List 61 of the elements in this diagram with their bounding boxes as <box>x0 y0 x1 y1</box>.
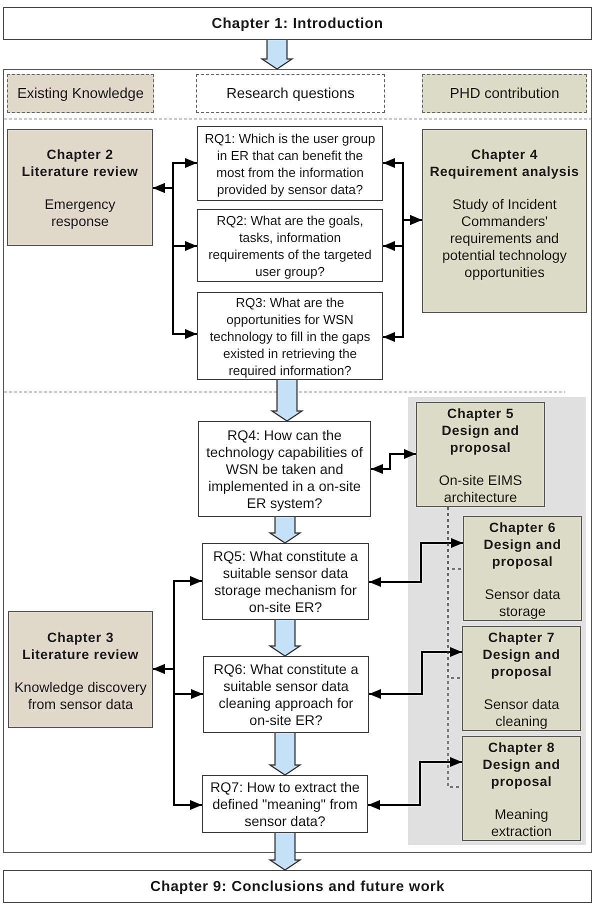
chapter-banner <box>3 870 592 903</box>
chapter-topic: Knowledge discovery from sensor data <box>13 679 148 713</box>
column-header <box>196 74 385 113</box>
dashed-connector <box>447 507 462 788</box>
header-label: Existing Knowledge <box>17 84 144 102</box>
chapter-topic: Sensor data storage <box>484 586 562 620</box>
question-box <box>202 543 369 620</box>
question-text: RQ5: What constitute a suitable sensor data storage mechanism for on-site ER? <box>212 548 359 616</box>
chapter-heading: Chapter 4 Requirement analysis <box>428 146 580 180</box>
block-arrow <box>260 39 294 70</box>
double-arrow <box>368 757 462 810</box>
chapter-box <box>462 736 581 841</box>
question-text: RQ6: What constitute a suitable sensor data cleaning approach for on-site ER? <box>212 660 360 728</box>
chapter-title: Chapter 9: Conclusions and future work <box>150 878 445 896</box>
outline-frame <box>3 69 592 853</box>
question-text: RQ3: What are the opportunities for WSN technology to fill in the gaps existed in retrieving the required information? <box>208 294 372 378</box>
double-arrow <box>369 647 462 699</box>
block-arrow <box>268 516 302 544</box>
question-box <box>197 292 383 380</box>
block-arrow <box>270 379 304 422</box>
double-arrow <box>383 215 422 342</box>
question-box <box>198 421 371 517</box>
question-box <box>197 209 383 282</box>
question-box <box>203 656 369 733</box>
question-text: RQ4: How can the technology capabilities of WSN be taken and implemented in a on-site ER system? <box>205 426 364 512</box>
double-arrow <box>371 449 416 474</box>
chapter-box <box>7 129 153 246</box>
chapter-heading: Chapter 7 Design and proposal <box>482 629 562 680</box>
chapter-heading: Chapter 5 Design and proposal <box>440 405 520 456</box>
chapter-topic: Emergency response <box>44 196 116 230</box>
block-arrow <box>268 619 302 657</box>
double-arrow <box>153 183 197 339</box>
question-text: RQ2: What are the goals, tasks, information requirements of the targeted user group? <box>207 212 373 280</box>
column-header <box>422 74 587 113</box>
chapter-topic: Study of Incident Commanders' requirements and potential technology opportunities <box>441 196 568 281</box>
header-label: PHD contribution <box>450 84 560 102</box>
chapter-box <box>416 402 545 507</box>
chapter-topic: Meaning extraction <box>490 806 553 840</box>
block-arrow <box>268 732 302 776</box>
header-label: Research questions <box>226 84 355 102</box>
chapter-banner <box>3 7 592 40</box>
chapter-title: Chapter 1: Introduction <box>212 14 384 32</box>
question-text: RQ1: Which is the user group in ER that can benefit the most from the information provided by sensor data? <box>204 130 376 198</box>
question-box <box>202 775 368 833</box>
block-arrow <box>268 832 302 871</box>
question-box <box>197 126 383 201</box>
chapter-heading: Chapter 3 Literature review <box>21 629 140 663</box>
chapter-topic: Sensor data cleaning <box>482 696 560 730</box>
shaded-panel <box>408 397 586 845</box>
chapter-box <box>8 611 153 728</box>
chapter-box <box>463 516 582 621</box>
column-header <box>7 74 154 113</box>
double-arrow <box>153 664 202 810</box>
double-arrow <box>369 538 463 587</box>
chapter-box <box>462 626 581 731</box>
chapter-heading: Chapter 8 Design and proposal <box>482 739 562 790</box>
question-text: RQ7: How to extract the defined "meaning" from sensor data? <box>209 778 361 830</box>
chapter-box <box>422 129 587 313</box>
chapter-heading: Chapter 2 Literature review <box>20 146 140 180</box>
chapter-topic: On-site EIMS architecture <box>438 472 524 506</box>
chapter-heading: Chapter 6 Design and proposal <box>482 519 562 570</box>
